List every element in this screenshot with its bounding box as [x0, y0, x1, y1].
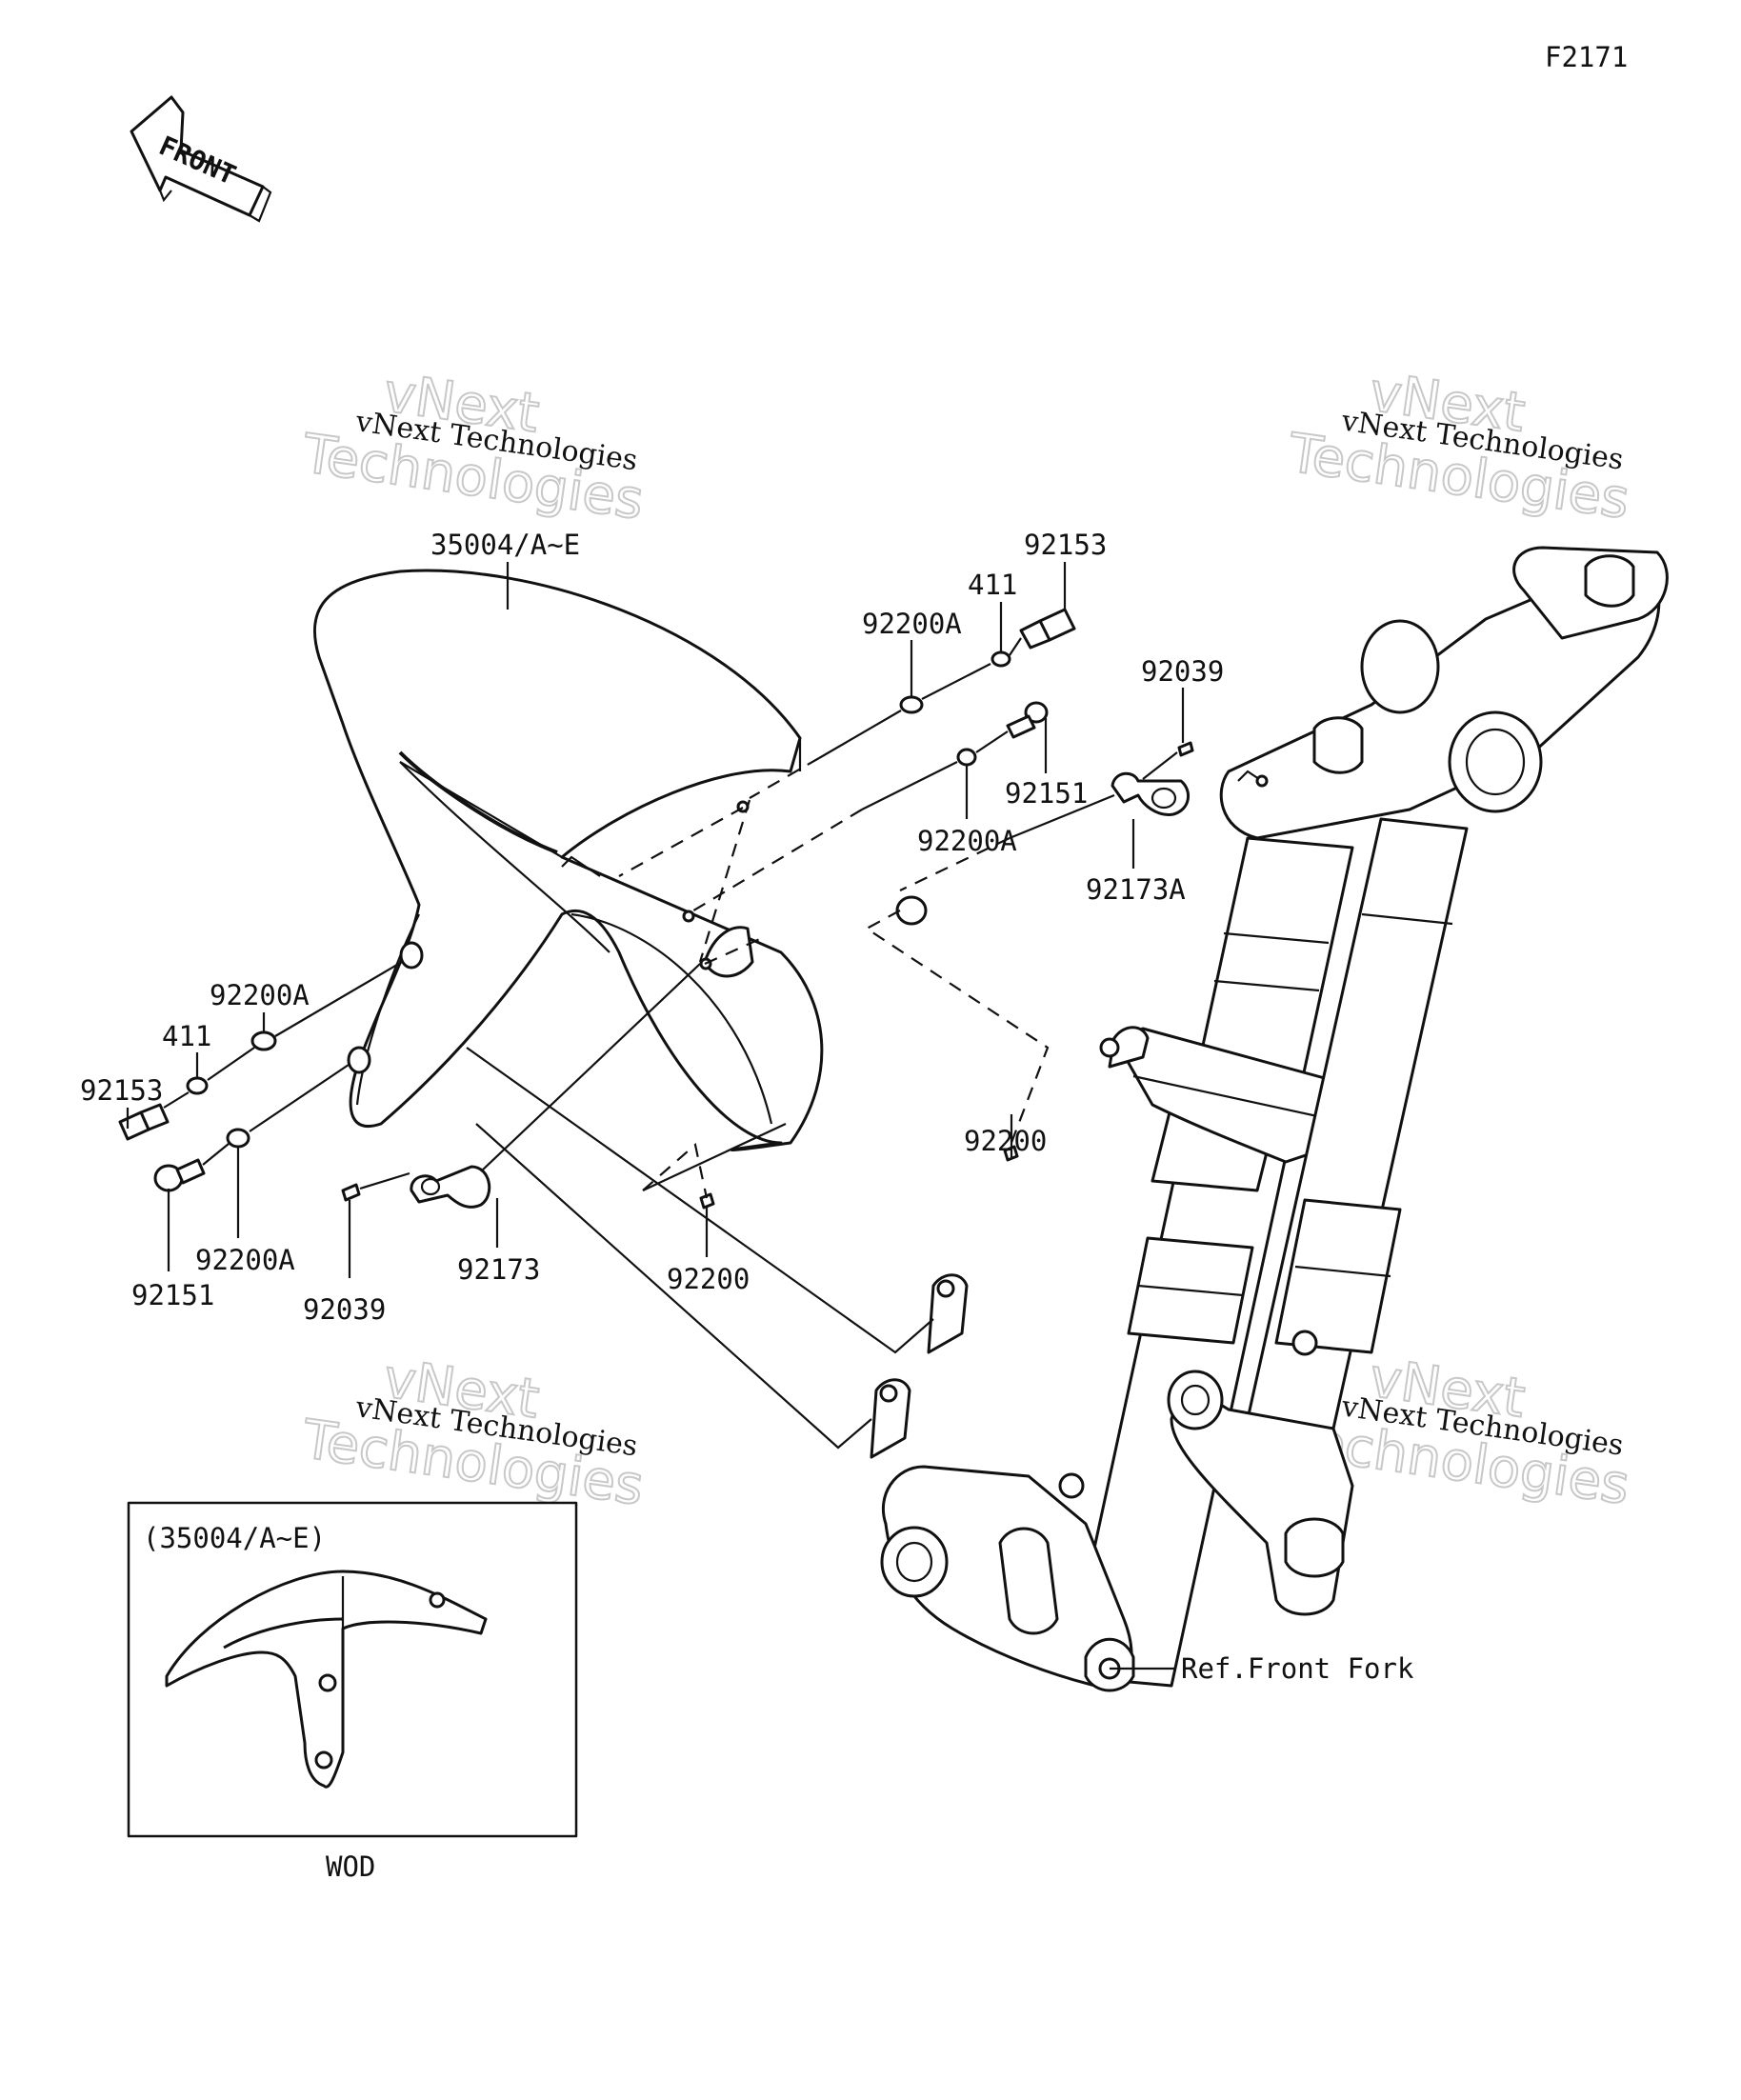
- washer-411-top: [991, 650, 1011, 668]
- washer-92200a-top: [899, 695, 924, 714]
- label-92173: 92173: [457, 1253, 540, 1286]
- bolt-92151-top: [1006, 701, 1049, 739]
- bolt-92153-top: [1019, 608, 1076, 650]
- label-92039-left: 92039: [303, 1293, 386, 1326]
- label-ref-front-fork: Ref.Front Fork: [1181, 1652, 1414, 1685]
- label-411-left: 411: [162, 1020, 211, 1052]
- washer-92200a-mid: [956, 748, 977, 767]
- screw-92039-right: [1177, 741, 1194, 757]
- washer-92200a-left: [250, 1030, 277, 1051]
- callout-leaders: [126, 562, 1185, 1670]
- clamp-92173: [410, 1165, 491, 1209]
- front-fork-assembly: [870, 546, 1669, 1692]
- front-direction-arrow: FRONT: [130, 95, 272, 223]
- label-35004: 35004/A~E: [430, 529, 580, 561]
- assembly-lines: [163, 637, 1178, 1450]
- bolt-92151-left: [153, 1158, 206, 1192]
- watermark-top-right: vNext Technologies vNext Technologies: [1283, 361, 1633, 532]
- nut-92200-center: [699, 1192, 715, 1210]
- inset-footer: WOD: [326, 1850, 375, 1883]
- inset-caption: (35004/A~E): [143, 1522, 326, 1554]
- label-92173a: 92173A: [1086, 873, 1186, 906]
- label-92200-right: 92200: [964, 1125, 1047, 1157]
- label-411-top: 411: [968, 569, 1017, 601]
- label-92039-right: 92039: [1141, 655, 1224, 688]
- washer-411-left: [186, 1076, 209, 1095]
- watermark-bottom-left: vNext Technologies vNext Technologies: [297, 1347, 648, 1518]
- watermark-top-left: vNext Technologies vNext Technologies: [297, 361, 648, 532]
- label-92200a-mid: 92200A: [917, 825, 1017, 857]
- label-92200a-left: 92200A: [210, 979, 310, 1011]
- label-92153-top: 92153: [1024, 529, 1107, 561]
- label-92151-top: 92151: [1005, 777, 1088, 810]
- label-92200a-lower: 92200A: [195, 1244, 295, 1276]
- screw-92039-left: [341, 1183, 361, 1202]
- inset-fender: [165, 1570, 488, 1789]
- label-92153-left: 92153: [80, 1074, 163, 1107]
- front-fender-35004: [313, 569, 928, 1151]
- label-92200a-top: 92200A: [862, 608, 962, 640]
- clamp-92173a: [1111, 771, 1190, 816]
- callout-labels: 35004/A~E 92153 411 92200A 92039 92151 9…: [80, 529, 1414, 1685]
- label-92200-center: 92200: [667, 1263, 750, 1295]
- bolt-92153-left: [118, 1103, 170, 1141]
- label-92151-left: 92151: [131, 1279, 214, 1311]
- washer-92200a-lower: [226, 1128, 250, 1149]
- inset-wod-variant: (35004/A~E) WOD: [127, 1501, 578, 1883]
- figure-code: F2171: [1545, 41, 1628, 73]
